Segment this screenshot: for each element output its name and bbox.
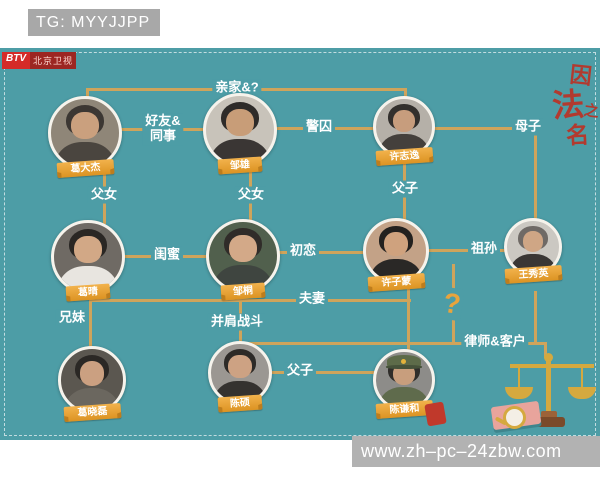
- relationship-line: [534, 127, 537, 223]
- face-shape: [229, 234, 257, 263]
- relationship-line: [268, 371, 378, 374]
- name-tag-zou-xiong: 邹雄: [217, 156, 263, 175]
- avatar-zou-xiong: [203, 93, 277, 167]
- name-tag-ge-qing: 葛晴: [65, 283, 111, 302]
- relationship-label: ?: [439, 286, 465, 322]
- diagram-canvas: 亲家&?好友&同事警囚母子父女父女父子闺蜜初恋祖孙夫妻兄妹并肩战斗父子律师&客户…: [0, 48, 600, 440]
- name-tag-xu-zimeng: 许子蒙: [367, 273, 425, 292]
- red-seal-icon: [424, 401, 447, 427]
- scales-base-top: [541, 411, 557, 418]
- relationship-label: 祖孙: [467, 240, 501, 258]
- face-shape: [392, 109, 416, 133]
- relationship-line: [86, 88, 89, 102]
- relationship-line: [534, 291, 537, 344]
- relationship-line: [239, 342, 547, 345]
- face-shape: [228, 355, 252, 379]
- relationship-label-line: 同事: [149, 128, 177, 143]
- relationship-line: [544, 342, 547, 358]
- name-tag-xu-zhiyi: 许志逸: [375, 147, 433, 166]
- btv-abbr-label: BTV: [2, 52, 30, 69]
- relationship-label-line: 好友&: [145, 113, 181, 129]
- face-shape: [384, 232, 408, 257]
- relationship-label: 母子: [511, 118, 545, 136]
- face-shape: [226, 108, 254, 137]
- face-shape: [79, 360, 105, 386]
- name-tag-wang-xiuying: 王秀英: [504, 265, 562, 284]
- relationship-line: [404, 88, 407, 102]
- scales-finial: [544, 353, 553, 362]
- name-tag-ge-xiaolei: 葛晓磊: [63, 403, 121, 422]
- scales-crossbar: [510, 364, 594, 368]
- scales-string-right: [581, 368, 583, 388]
- avatar-zou-tong: [206, 219, 280, 293]
- relationship-label: 父女: [87, 186, 121, 204]
- relationship-label: 闺蜜: [150, 246, 184, 264]
- telegram-watermark: TG: MYYJJPP: [28, 9, 160, 36]
- relationship-label: 父子: [283, 362, 317, 380]
- relationship-label: 警囚: [302, 118, 336, 136]
- cap-brim-icon: [386, 365, 422, 370]
- scales-pan-right: [568, 387, 596, 399]
- name-tag-chen-shuo: 陈硕: [217, 394, 263, 413]
- relationship-line: [89, 294, 92, 351]
- relationship-label: 父女: [234, 186, 268, 204]
- relationship-line: [426, 249, 508, 252]
- relationship-label: 亲家&?: [212, 79, 262, 97]
- avatar-ge-qing: [51, 220, 125, 294]
- face-shape: [522, 230, 544, 252]
- scales-string-left: [518, 368, 520, 388]
- relationship-line: [407, 288, 410, 353]
- relationship-line: [431, 127, 537, 130]
- name-tag-zou-tong: 邹桐: [220, 282, 266, 301]
- relationship-label: 夫妻: [295, 290, 329, 308]
- relationship-label: 父子: [388, 180, 422, 198]
- relationship-label: 好友&同事: [142, 113, 184, 145]
- scales-pole: [546, 358, 551, 420]
- website-url-bar: www.zh–pc–24zbw.com: [352, 436, 600, 467]
- face-shape: [71, 111, 99, 140]
- relationship-line: [89, 299, 411, 302]
- show-logo-char-4: 名: [565, 122, 590, 149]
- face-shape: [74, 235, 102, 264]
- scales-base: [533, 417, 565, 427]
- relationship-label: 并肩战斗: [207, 313, 267, 331]
- avatar-wang-xiuying: [504, 218, 562, 276]
- relationship-label: 初恋: [286, 242, 320, 260]
- relationship-label: 兄妹: [55, 309, 89, 327]
- btv-logo: BTV 北京卫视: [2, 52, 77, 69]
- relationship-label: 律师&客户: [461, 333, 529, 351]
- relationship-line: [277, 251, 367, 254]
- magnifier-lens: [503, 406, 526, 429]
- btv-channel-label: 北京卫视: [30, 52, 77, 69]
- cap-badge-icon: [401, 358, 407, 364]
- scales-pan-left: [505, 387, 533, 399]
